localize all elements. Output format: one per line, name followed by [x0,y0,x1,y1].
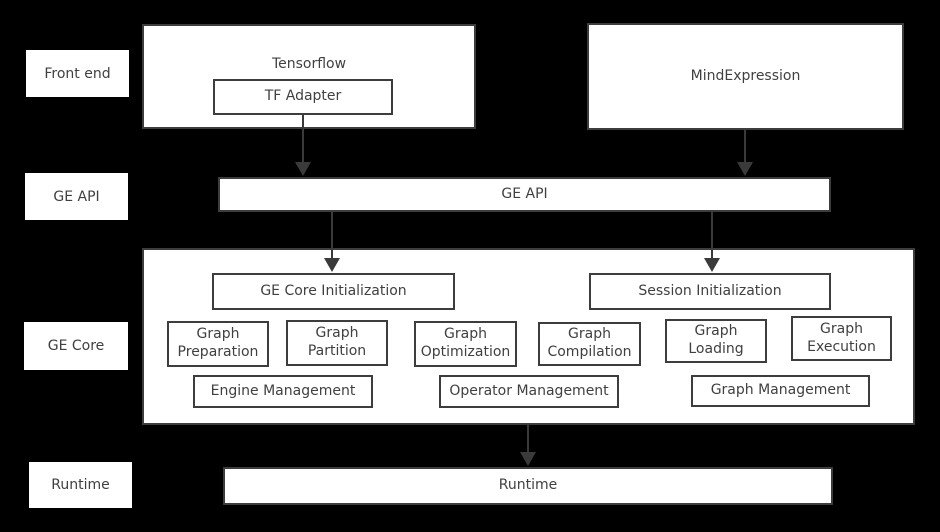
graph-partition-box: Graph Partition [286,320,388,366]
tensorflow-title: Tensorflow [271,56,347,72]
row-label-ge-api: GE API [25,173,128,220]
arrow-down-ge-api-to-session-initialization [704,212,720,272]
graph-execution-box: Graph Execution [791,316,892,361]
graph-management-box: Graph Management [691,375,870,407]
runtime-bar: Runtime [223,467,833,505]
graph-loading-box: Graph Loading [665,319,767,363]
graph-compilation-box: Graph Compilation [538,322,641,366]
arrow-down-icon [520,452,536,466]
arrow-down-ge-api-to-ge-core-initialization [324,212,340,272]
ge-core-initialization-box: GE Core Initialization [212,273,455,310]
arrow-down-tf-adapter-to-ge-api [295,115,311,176]
operator-management-box: Operator Management [439,375,619,408]
arrow-shaft [744,130,746,163]
session-initialization-box: Session Initialization [589,273,831,310]
arrow-shaft [331,212,333,259]
arrow-down-mindexpression-to-ge-api [737,130,753,176]
engine-management-box: Engine Management [193,375,373,408]
arrow-shaft [527,425,529,453]
mindexpression-box: MindExpression [587,23,904,130]
graph-preparation-box: Graph Preparation [167,321,269,367]
arrow-down-icon [737,162,753,176]
arrow-shaft [711,212,713,259]
ge-api-bar: GE API [218,177,831,212]
arrow-down-ge-core-to-runtime [520,425,536,466]
tf-adapter-box: TF Adapter [213,79,393,115]
row-label-front-end: Front end [26,50,129,97]
arrow-down-icon [704,258,720,272]
row-label-runtime: Runtime [29,462,132,508]
row-label-ge-core: GE Core [24,322,128,370]
arrow-shaft [302,115,304,163]
arrow-down-icon [324,258,340,272]
arrow-down-icon [295,162,311,176]
graph-optimization-box: Graph Optimization [414,321,517,367]
